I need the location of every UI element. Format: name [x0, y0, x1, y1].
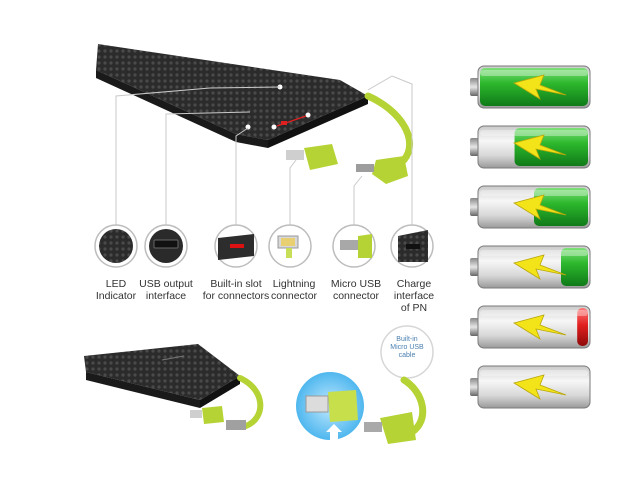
- lightning-bolt-icon: [512, 194, 567, 220]
- battery-4: [470, 245, 591, 289]
- battery-shine: [480, 130, 588, 136]
- lightning-bolt-icon: [512, 134, 567, 160]
- battery-shine: [480, 310, 588, 316]
- battery-charge-fill: [534, 188, 588, 226]
- bottom-right-cable-plug: [380, 412, 416, 444]
- power-bank-bottom: [84, 344, 240, 408]
- battery-1: [470, 65, 591, 109]
- lightning-adapter: [286, 144, 338, 170]
- adapter-highlight: [296, 372, 364, 442]
- bottom-cable: [237, 375, 264, 429]
- charge-port-icon: [390, 224, 434, 268]
- slot-icon: [214, 224, 258, 268]
- lightning-bolt-icon: [512, 74, 567, 100]
- battery-shine: [480, 190, 588, 196]
- battery-charge-fill: [577, 308, 588, 346]
- battery-2: [470, 125, 591, 169]
- battery-charge-fill: [561, 248, 588, 286]
- lightning-plug-icon: [268, 224, 312, 268]
- bottom-lightning-adapter: [190, 406, 224, 424]
- lightning-bolt-icon: [512, 254, 567, 280]
- battery-shine: [480, 370, 588, 376]
- lightning-bolt-icon: [512, 374, 567, 400]
- callout-lines: [115, 75, 413, 226]
- lightning-bolt-icon: [512, 314, 567, 340]
- top-cable-plug: [372, 156, 408, 184]
- battery-shine: [480, 70, 588, 76]
- feature-icons: [94, 224, 434, 268]
- usb-port-icon: [144, 224, 188, 268]
- battery-5: [470, 305, 591, 349]
- power-bank-top: [96, 44, 368, 148]
- top-cable: [364, 92, 413, 164]
- battery-3: [470, 185, 591, 229]
- micro-usb-plug-icon: [332, 224, 376, 268]
- bottom-right-cable: [400, 376, 427, 436]
- led-texture-icon: [94, 224, 138, 268]
- battery-shine: [480, 250, 588, 256]
- battery-charge-fill: [514, 128, 588, 166]
- battery-column: [470, 65, 591, 409]
- battery-6: [470, 365, 591, 409]
